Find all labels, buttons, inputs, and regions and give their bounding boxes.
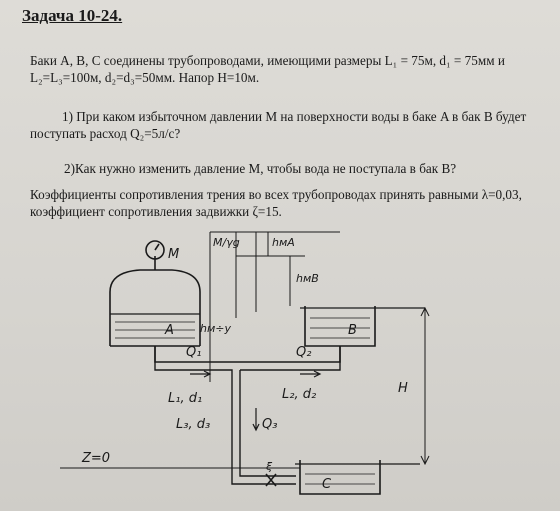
head-h-label: H bbox=[398, 381, 408, 396]
tank-b-label: B bbox=[348, 323, 357, 338]
flow-q3-label: Q₃ bbox=[262, 417, 277, 432]
flow-q1-label: Q₁ bbox=[186, 345, 201, 360]
tank-a-label: A bbox=[164, 323, 174, 338]
h-mcy-label: hм÷у bbox=[200, 322, 231, 335]
pipe-upper bbox=[154, 346, 341, 363]
coefficients-note: Коэффициенты сопротивления трения во все… bbox=[30, 187, 522, 219]
pressure-head-label: M/γg bbox=[213, 236, 240, 249]
problem-statement: Баки A, B, C соединены трубопроводами, и… bbox=[30, 53, 505, 85]
tank-b-outline bbox=[304, 306, 376, 347]
pipe-1-label: L₁, d₁ bbox=[168, 391, 202, 406]
flow-q2-label: Q₂ bbox=[296, 345, 311, 360]
h-ma-label: hмА bbox=[272, 236, 295, 249]
question-2: 2)Как нужно изменить давление M, чтобы в… bbox=[64, 161, 457, 176]
pipe-2-label: L₂, d₂ bbox=[282, 387, 316, 402]
datum-label: Z=0 bbox=[81, 451, 110, 466]
gauge-label: M bbox=[168, 247, 179, 262]
tank-c-label: C bbox=[322, 477, 332, 492]
pipe-3-label: L₃, d₃ bbox=[176, 417, 210, 432]
tank-a-outline bbox=[109, 269, 201, 346]
valve-icon bbox=[265, 473, 277, 487]
h-mb-label: hмВ bbox=[296, 272, 319, 285]
tank-c-outline bbox=[299, 460, 381, 495]
question-1: 1) При каком избыточном давлении M на по… bbox=[30, 109, 527, 141]
valve-label: ξ bbox=[265, 460, 273, 473]
problem-title: Задача 10-24. bbox=[22, 6, 123, 25]
pressure-gauge-icon bbox=[145, 240, 165, 260]
hydraulic-scheme-diagram: M A B C Q₁ Q₂ Q₃ L₁, d₁ L₂, d₂ L₃, d₃ hм… bbox=[60, 231, 430, 495]
